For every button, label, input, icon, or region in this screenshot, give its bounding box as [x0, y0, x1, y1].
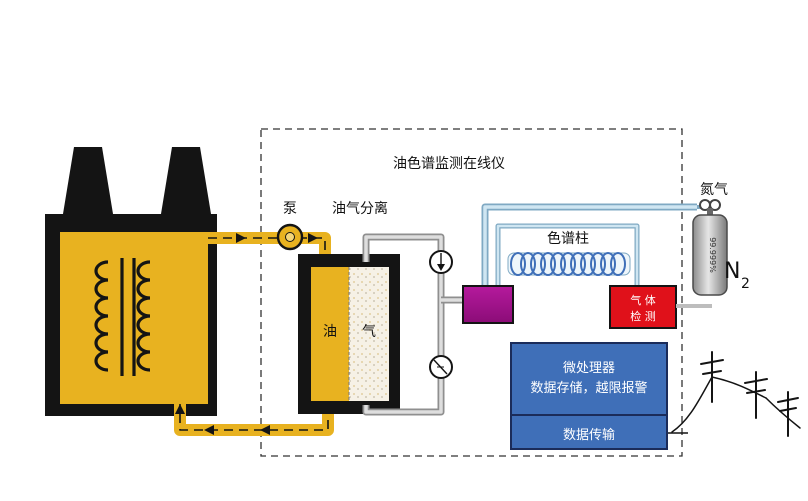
transformer-bushing-left — [62, 147, 114, 220]
flow-gauge-upper-icon — [429, 250, 453, 274]
data-transfer-panel: 数据传输 — [512, 416, 666, 450]
gas-label: 气 — [362, 324, 376, 340]
chromatographic-column — [507, 252, 631, 276]
gas-chamber — [349, 267, 389, 401]
oil-label: 油 — [323, 324, 337, 340]
pump-label: 泵 — [283, 201, 297, 217]
transformer-bushing-right — [160, 147, 212, 220]
separation-label: 油气分离 — [332, 200, 388, 217]
column-label: 色谱柱 — [547, 230, 589, 247]
detector-label-line2: 检 测 — [630, 309, 656, 323]
n2-letter: N — [724, 259, 740, 284]
transformer-coils — [94, 258, 151, 376]
detector-label-line1: 气 体 — [630, 293, 656, 307]
data-transfer-label: 数据传输 — [562, 427, 615, 443]
pump-icon — [276, 223, 304, 251]
microprocessor-box: 微处理器 数据存储，越限报警 数据传输 — [510, 342, 668, 450]
oil-chamber — [311, 267, 349, 401]
nitrogen-cylinder-icon: 99.999% — [692, 199, 728, 296]
gas-loop — [362, 233, 463, 416]
oil-gas-separator — [298, 254, 400, 414]
nitrogen-label: 氮气 — [700, 182, 728, 198]
power-line-icon — [671, 351, 801, 437]
monitor-title: 油色谱监测在线仪 — [393, 155, 505, 172]
transformer — [45, 147, 217, 416]
cylinder-purity-text: 99.999% — [708, 237, 717, 273]
processor-label-line2: 数据存储，越限报警 — [530, 381, 648, 396]
monitor-enclosure — [260, 128, 683, 457]
n2-subscript: 2 — [741, 276, 750, 292]
carrier-gas-pipe — [481, 203, 697, 286]
processor-label-line1: 微处理器 — [562, 361, 615, 376]
microprocessor-panel: 微处理器 数据存储，越限报警 — [512, 344, 666, 416]
injection-valve-box — [462, 285, 514, 324]
flow-gauge-lower-icon — [429, 355, 453, 379]
